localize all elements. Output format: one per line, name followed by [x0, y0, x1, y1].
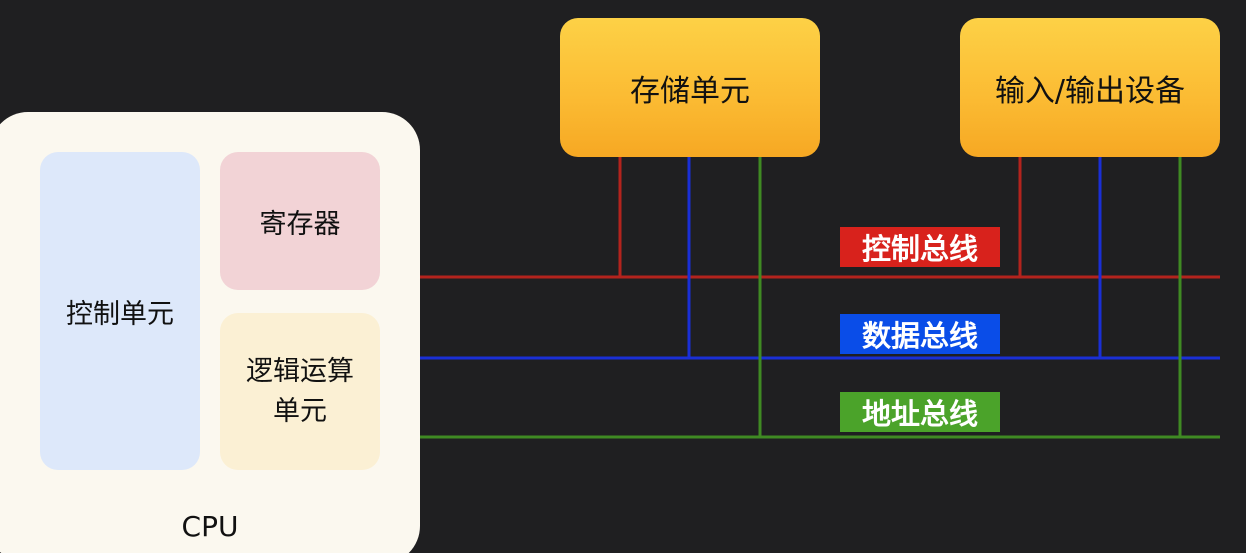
register-label: 寄存器 [259, 208, 341, 240]
data-bus-label: 数据总线 [840, 314, 1000, 354]
control-unit-label: 控制单元 [66, 298, 174, 330]
io-device: 输入/输出设备 [960, 18, 1220, 157]
memory-unit-label: 存储单元 [630, 73, 750, 109]
cpu-label: CPU [181, 509, 239, 543]
control-bus-label: 控制总线 [840, 227, 1000, 267]
io-device-label: 输入/输出设备 [994, 73, 1186, 109]
register-unit: 寄存器 [220, 152, 380, 290]
alu-label-line2: 单元 [273, 395, 327, 427]
memory-unit: 存储单元 [560, 18, 820, 157]
alu-label-line1: 逻辑运算 [246, 355, 354, 387]
control-unit: 控制单元 [40, 152, 200, 470]
logic-arithmetic-unit: 逻辑运算 单元 [220, 313, 380, 470]
address-bus-label: 地址总线 [840, 392, 1000, 432]
